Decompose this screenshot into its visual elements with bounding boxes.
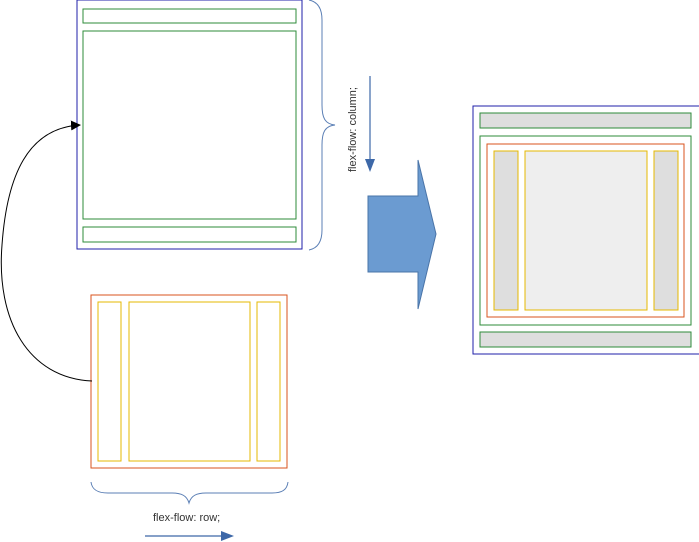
result-right-item bbox=[653, 150, 679, 311]
column-footer-item bbox=[82, 226, 297, 243]
column-outer-box bbox=[76, 0, 303, 250]
row-brace bbox=[90, 481, 289, 505]
arrow-down-icon bbox=[365, 76, 375, 172]
column-brace bbox=[308, 0, 336, 251]
result-header-item bbox=[479, 112, 692, 129]
result-main-item bbox=[524, 150, 648, 311]
arrow-right-icon bbox=[145, 531, 234, 541]
column-main-item bbox=[82, 30, 297, 220]
row-main-item bbox=[128, 301, 251, 462]
column-header-item bbox=[82, 8, 297, 24]
row-outer-box bbox=[90, 294, 288, 469]
result-row-box bbox=[486, 143, 685, 318]
row-flow-label: flex-flow: row; bbox=[153, 512, 220, 524]
row-right-item bbox=[256, 301, 281, 462]
column-flow-label: flex-flow: column; bbox=[347, 87, 359, 172]
row-container bbox=[90, 294, 288, 469]
row-left-item bbox=[97, 301, 122, 462]
result-left-item bbox=[493, 150, 519, 311]
nesting-connector-arrow bbox=[0, 120, 93, 382]
result-middle-item bbox=[479, 135, 692, 326]
result-outer-box bbox=[472, 105, 699, 355]
result-layout bbox=[472, 105, 699, 355]
column-container bbox=[76, 0, 303, 250]
result-footer-item bbox=[479, 331, 692, 348]
block-arrow-right-icon bbox=[367, 159, 437, 310]
